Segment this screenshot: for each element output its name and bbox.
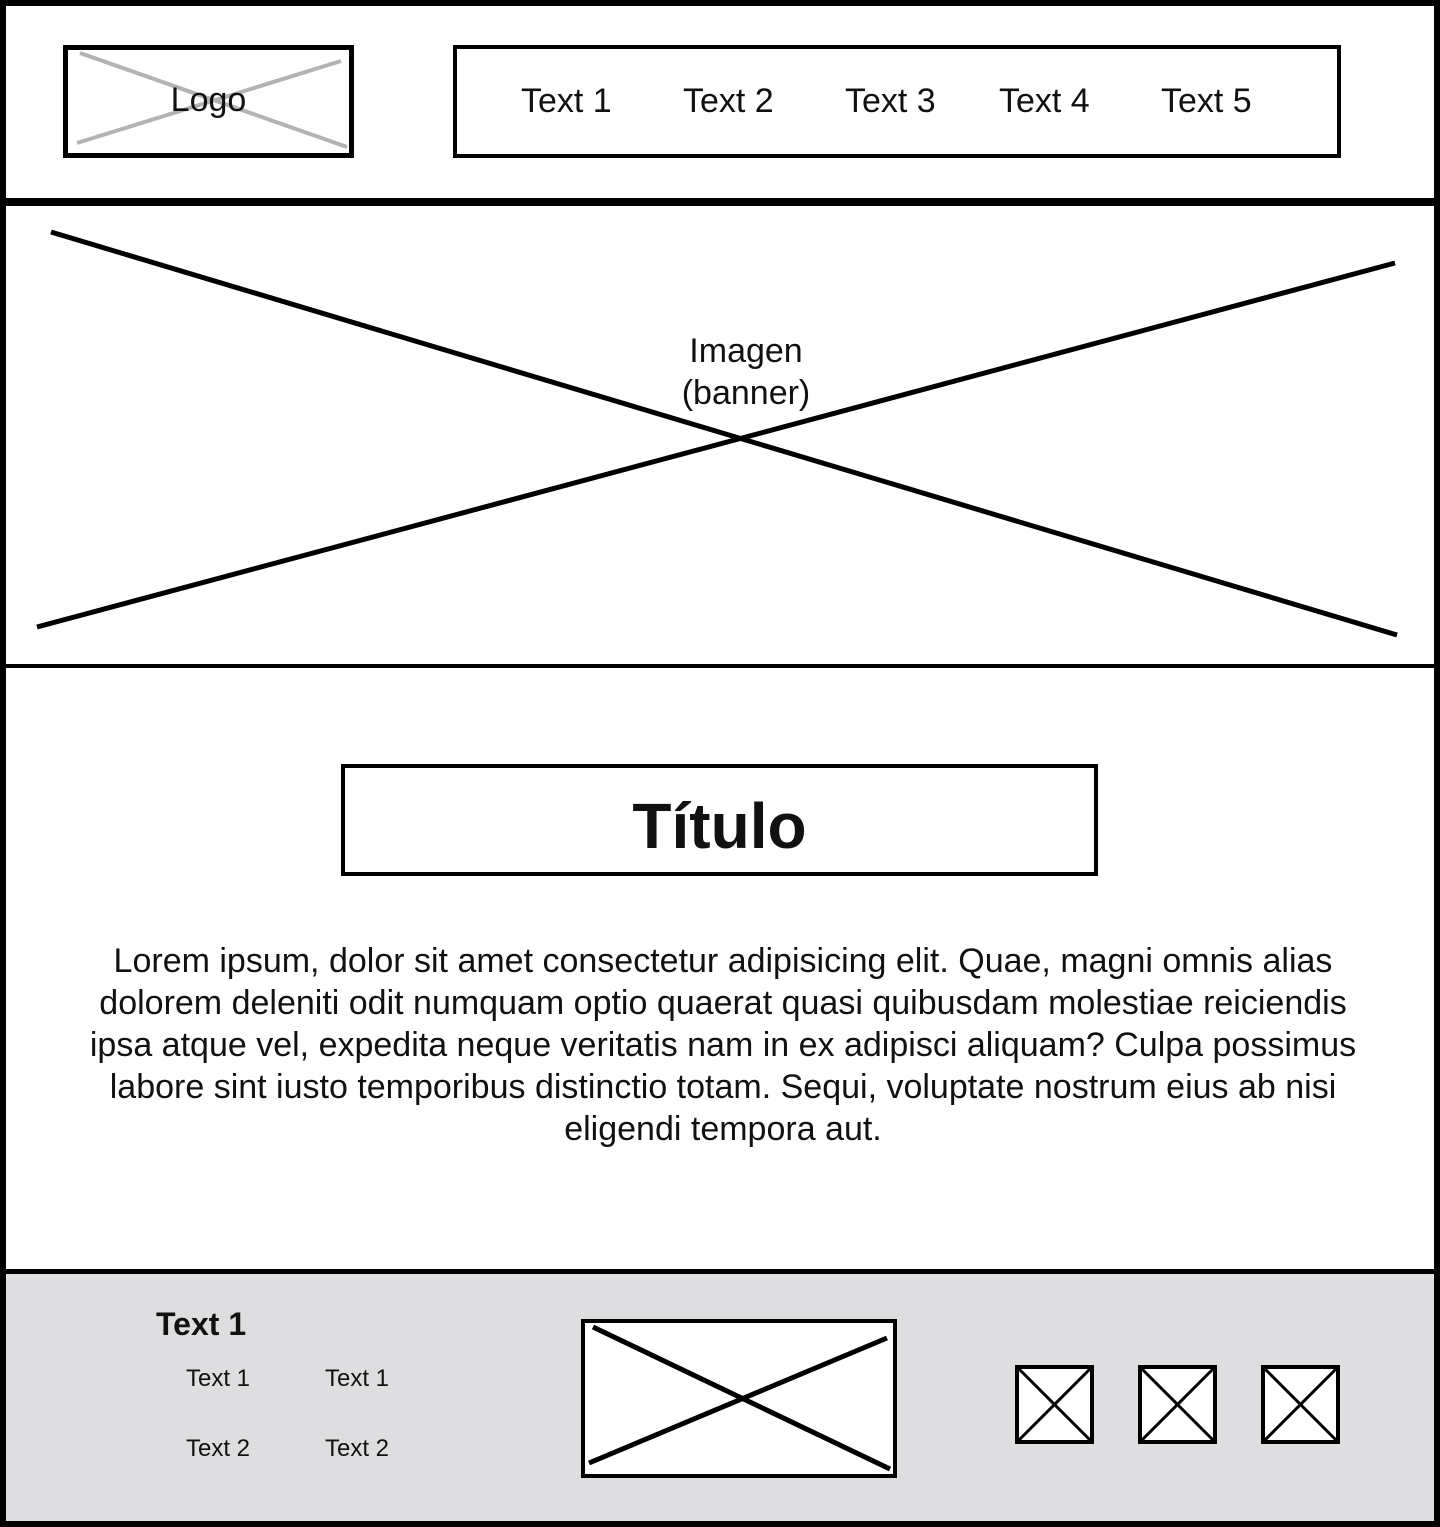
nav-item-1[interactable]: Text 1 <box>521 82 612 120</box>
footer-link[interactable]: Text 2 <box>325 1435 390 1462</box>
footer-image-placeholder-icon <box>588 1324 892 1472</box>
footer-image-placeholder <box>581 1319 897 1478</box>
nav-item-5[interactable]: Text 5 <box>1161 82 1252 120</box>
logo-placeholder[interactable]: Logo <box>63 45 354 158</box>
social-icon-2[interactable] <box>1138 1365 1217 1444</box>
footer-heading: Text 1 <box>156 1306 247 1342</box>
banner-image-placeholder: Imagen (banner) <box>0 206 1440 668</box>
footer-link[interactable]: Text 1 <box>186 1365 251 1392</box>
logo-label: Logo <box>170 81 247 119</box>
placeholder-icon <box>1017 1367 1092 1442</box>
nav-item-2[interactable]: Text 2 <box>683 82 774 120</box>
banner-placeholder-icon <box>36 229 1398 638</box>
banner-label: Imagen (banner) <box>626 330 866 414</box>
title-box: Título <box>341 764 1098 876</box>
nav-item-3[interactable]: Text 3 <box>845 82 936 120</box>
page-title: Título <box>632 790 807 862</box>
placeholder-icon <box>1263 1367 1338 1442</box>
placeholder-icon <box>1140 1367 1215 1442</box>
site-footer: Text 1 Text 1 Text 1 Text 2 Text 2 <box>0 1274 1440 1527</box>
footer-link[interactable]: Text 1 <box>325 1365 390 1392</box>
banner-label-line-1: Imagen <box>689 332 803 370</box>
main-content: Título Lorem ipsum, dolor sit amet conse… <box>0 668 1440 1274</box>
banner-label-line-2: (banner) <box>681 374 811 412</box>
social-icon-3[interactable] <box>1261 1365 1340 1444</box>
social-icon-1[interactable] <box>1015 1365 1094 1444</box>
site-header: Logo Text 1 Text 2 Text 3 Text 4 Text 5 <box>0 0 1440 206</box>
nav-item-4[interactable]: Text 4 <box>999 82 1090 120</box>
body-paragraph: Lorem ipsum, dolor sit amet consectetur … <box>89 942 1357 1148</box>
main-nav: Text 1 Text 2 Text 3 Text 4 Text 5 <box>453 45 1341 158</box>
footer-link[interactable]: Text 2 <box>186 1435 251 1462</box>
